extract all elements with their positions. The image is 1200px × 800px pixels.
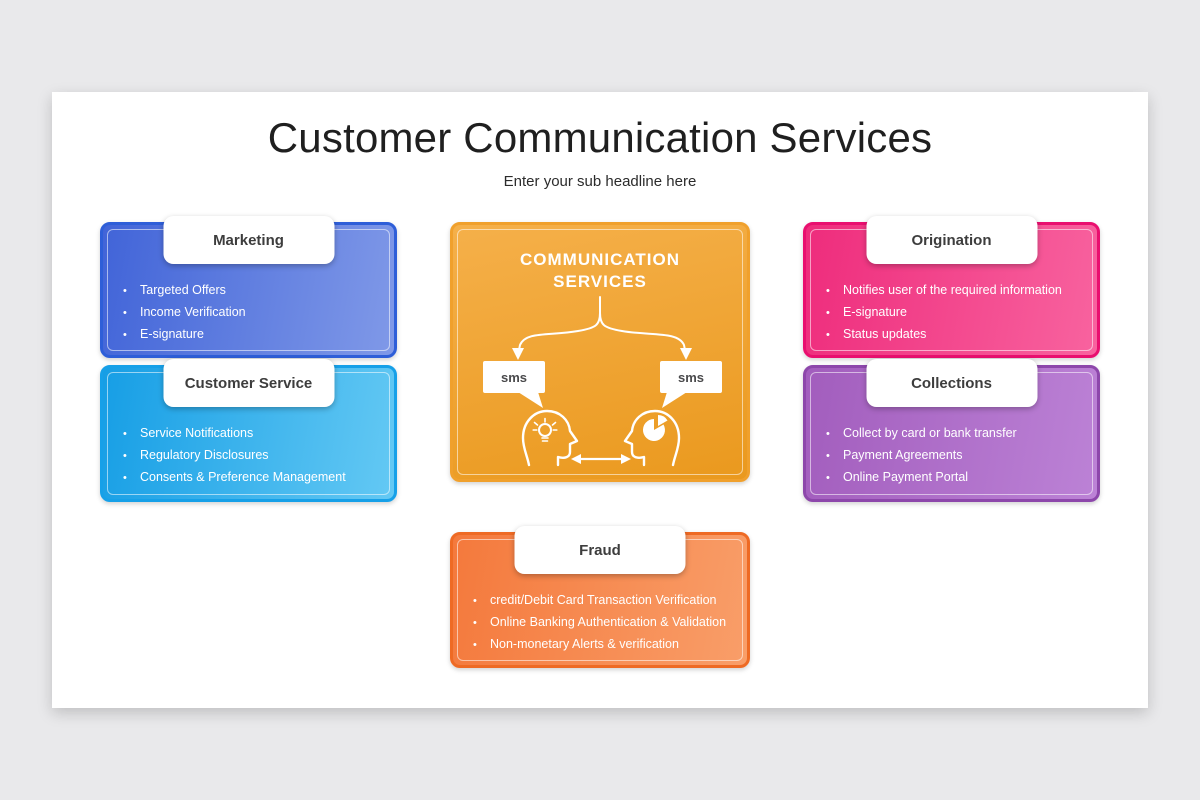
- list-item: • Online Banking Authentication & Validat…: [473, 615, 735, 637]
- bullet-icon: •: [826, 285, 830, 297]
- customer-service-tab: Customer Service: [163, 359, 334, 407]
- list-item-label: credit/Debit Card Transaction Verificati…: [490, 593, 717, 607]
- marketing-title: Marketing: [213, 231, 284, 249]
- list-item-label: Online Banking Authentication & Validati…: [490, 615, 727, 629]
- collections-tab: Collections: [866, 359, 1037, 407]
- list-item: • Consents & Preference Management: [123, 470, 382, 492]
- origination-box: Origination • Notifies user of the requir…: [803, 216, 1100, 358]
- customer-service-title: Customer Service: [184, 374, 313, 392]
- list-item-label: Status updates: [843, 327, 927, 341]
- sms-right-label: sms: [678, 370, 704, 385]
- bullet-icon: •: [123, 307, 127, 319]
- list-item: • credit/Debit Card Transaction Verificat…: [473, 593, 735, 615]
- list-item: • Income Verification: [123, 305, 382, 327]
- list-item: • Non-monetary Alerts & verification: [473, 637, 735, 659]
- bullet-icon: •: [826, 329, 830, 341]
- sms-bubble-right-icon: sms: [660, 361, 722, 408]
- exchange-arrow-icon: [571, 454, 631, 464]
- page-subtitle: Enter your sub headline here: [503, 173, 697, 190]
- origination-title: Origination: [911, 231, 992, 249]
- bullet-icon: •: [826, 450, 830, 462]
- bullet-icon: •: [123, 450, 127, 462]
- bullet-icon: •: [826, 428, 830, 440]
- collections-box: Collections • Collect by card or bank tra…: [803, 359, 1100, 502]
- bullet-icon: •: [473, 617, 477, 629]
- list-item-label: Online Payment Portal: [843, 470, 969, 484]
- list-item: • Collect by card or bank transfer: [826, 426, 1085, 448]
- center-title: COMMUNICATION SERVICES: [453, 249, 747, 293]
- origination-items: • Notifies user of the required informati…: [806, 283, 1097, 349]
- page-title: Customer Communication Services: [267, 114, 933, 161]
- bullet-icon: •: [123, 329, 127, 341]
- customer-service-box: Customer Service • Service Notifications …: [100, 359, 397, 502]
- list-item-label: E-signature: [140, 327, 204, 341]
- arrowhead-right-icon: [680, 348, 692, 360]
- fraud-box: Fraud • credit/Debit Card Transaction Ver…: [450, 526, 750, 668]
- origination-tab: Origination: [866, 216, 1037, 264]
- marketing-items: • Targeted Offers • Income Verification • E…: [103, 283, 394, 349]
- marketing-box: Marketing • Targeted Offers • Income Verif…: [100, 216, 397, 358]
- list-item-label: Service Notifications: [140, 426, 254, 440]
- arrowhead-left-icon: [512, 348, 524, 360]
- list-item-label: Targeted Offers: [140, 283, 226, 297]
- bullet-icon: •: [473, 595, 477, 607]
- customer-service-items: • Service Notifications • Regulatory Discl…: [103, 426, 394, 492]
- center-title-line2: SERVICES: [553, 272, 647, 291]
- list-item: • E-signature: [123, 327, 382, 349]
- list-item: • Notifies user of the required informati…: [826, 283, 1085, 305]
- list-item-label: Consents & Preference Management: [140, 470, 346, 484]
- list-item-label: Non-monetary Alerts & verification: [490, 637, 679, 651]
- marketing-tab: Marketing: [163, 216, 334, 264]
- branch-split-arrow-icon: [518, 296, 686, 351]
- list-item-label: Income Verification: [140, 305, 246, 319]
- bullet-icon: •: [123, 472, 127, 484]
- sms-bubble-left-icon: sms: [483, 361, 545, 408]
- list-item-label: Regulatory Disclosures: [140, 448, 269, 462]
- list-item-label: E-signature: [843, 305, 907, 319]
- bullet-icon: •: [826, 307, 830, 319]
- list-item-label: Notifies user of the required informatio…: [843, 283, 1062, 297]
- head-pie-chart-icon: [623, 409, 681, 467]
- list-item-label: Payment Agreements: [843, 448, 963, 462]
- sms-left-label: sms: [501, 370, 527, 385]
- fraud-tab: Fraud: [514, 526, 686, 574]
- list-item-label: Collect by card or bank transfer: [843, 426, 1017, 440]
- list-item: • Status updates: [826, 327, 1085, 349]
- list-item: • Online Payment Portal: [826, 470, 1085, 492]
- head-lightbulb-icon: [521, 409, 579, 467]
- fraud-title: Fraud: [579, 541, 621, 559]
- bullet-icon: •: [123, 428, 127, 440]
- communication-services-box: COMMUNICATION SERVICES sms sms: [450, 222, 750, 482]
- collections-title: Collections: [911, 374, 992, 392]
- list-item: • Regulatory Disclosures: [123, 448, 382, 470]
- list-item: • E-signature: [826, 305, 1085, 327]
- fraud-items: • credit/Debit Card Transaction Verificat…: [453, 593, 747, 659]
- bullet-icon: •: [123, 285, 127, 297]
- list-item: • Payment Agreements: [826, 448, 1085, 470]
- center-title-line1: COMMUNICATION: [520, 250, 680, 269]
- list-item: • Service Notifications: [123, 426, 382, 448]
- bullet-icon: •: [473, 639, 477, 651]
- collections-items: • Collect by card or bank transfer • Payme…: [806, 426, 1097, 492]
- center-artwork: sms sms: [483, 296, 722, 467]
- bullet-icon: •: [826, 472, 830, 484]
- list-item: • Targeted Offers: [123, 283, 382, 305]
